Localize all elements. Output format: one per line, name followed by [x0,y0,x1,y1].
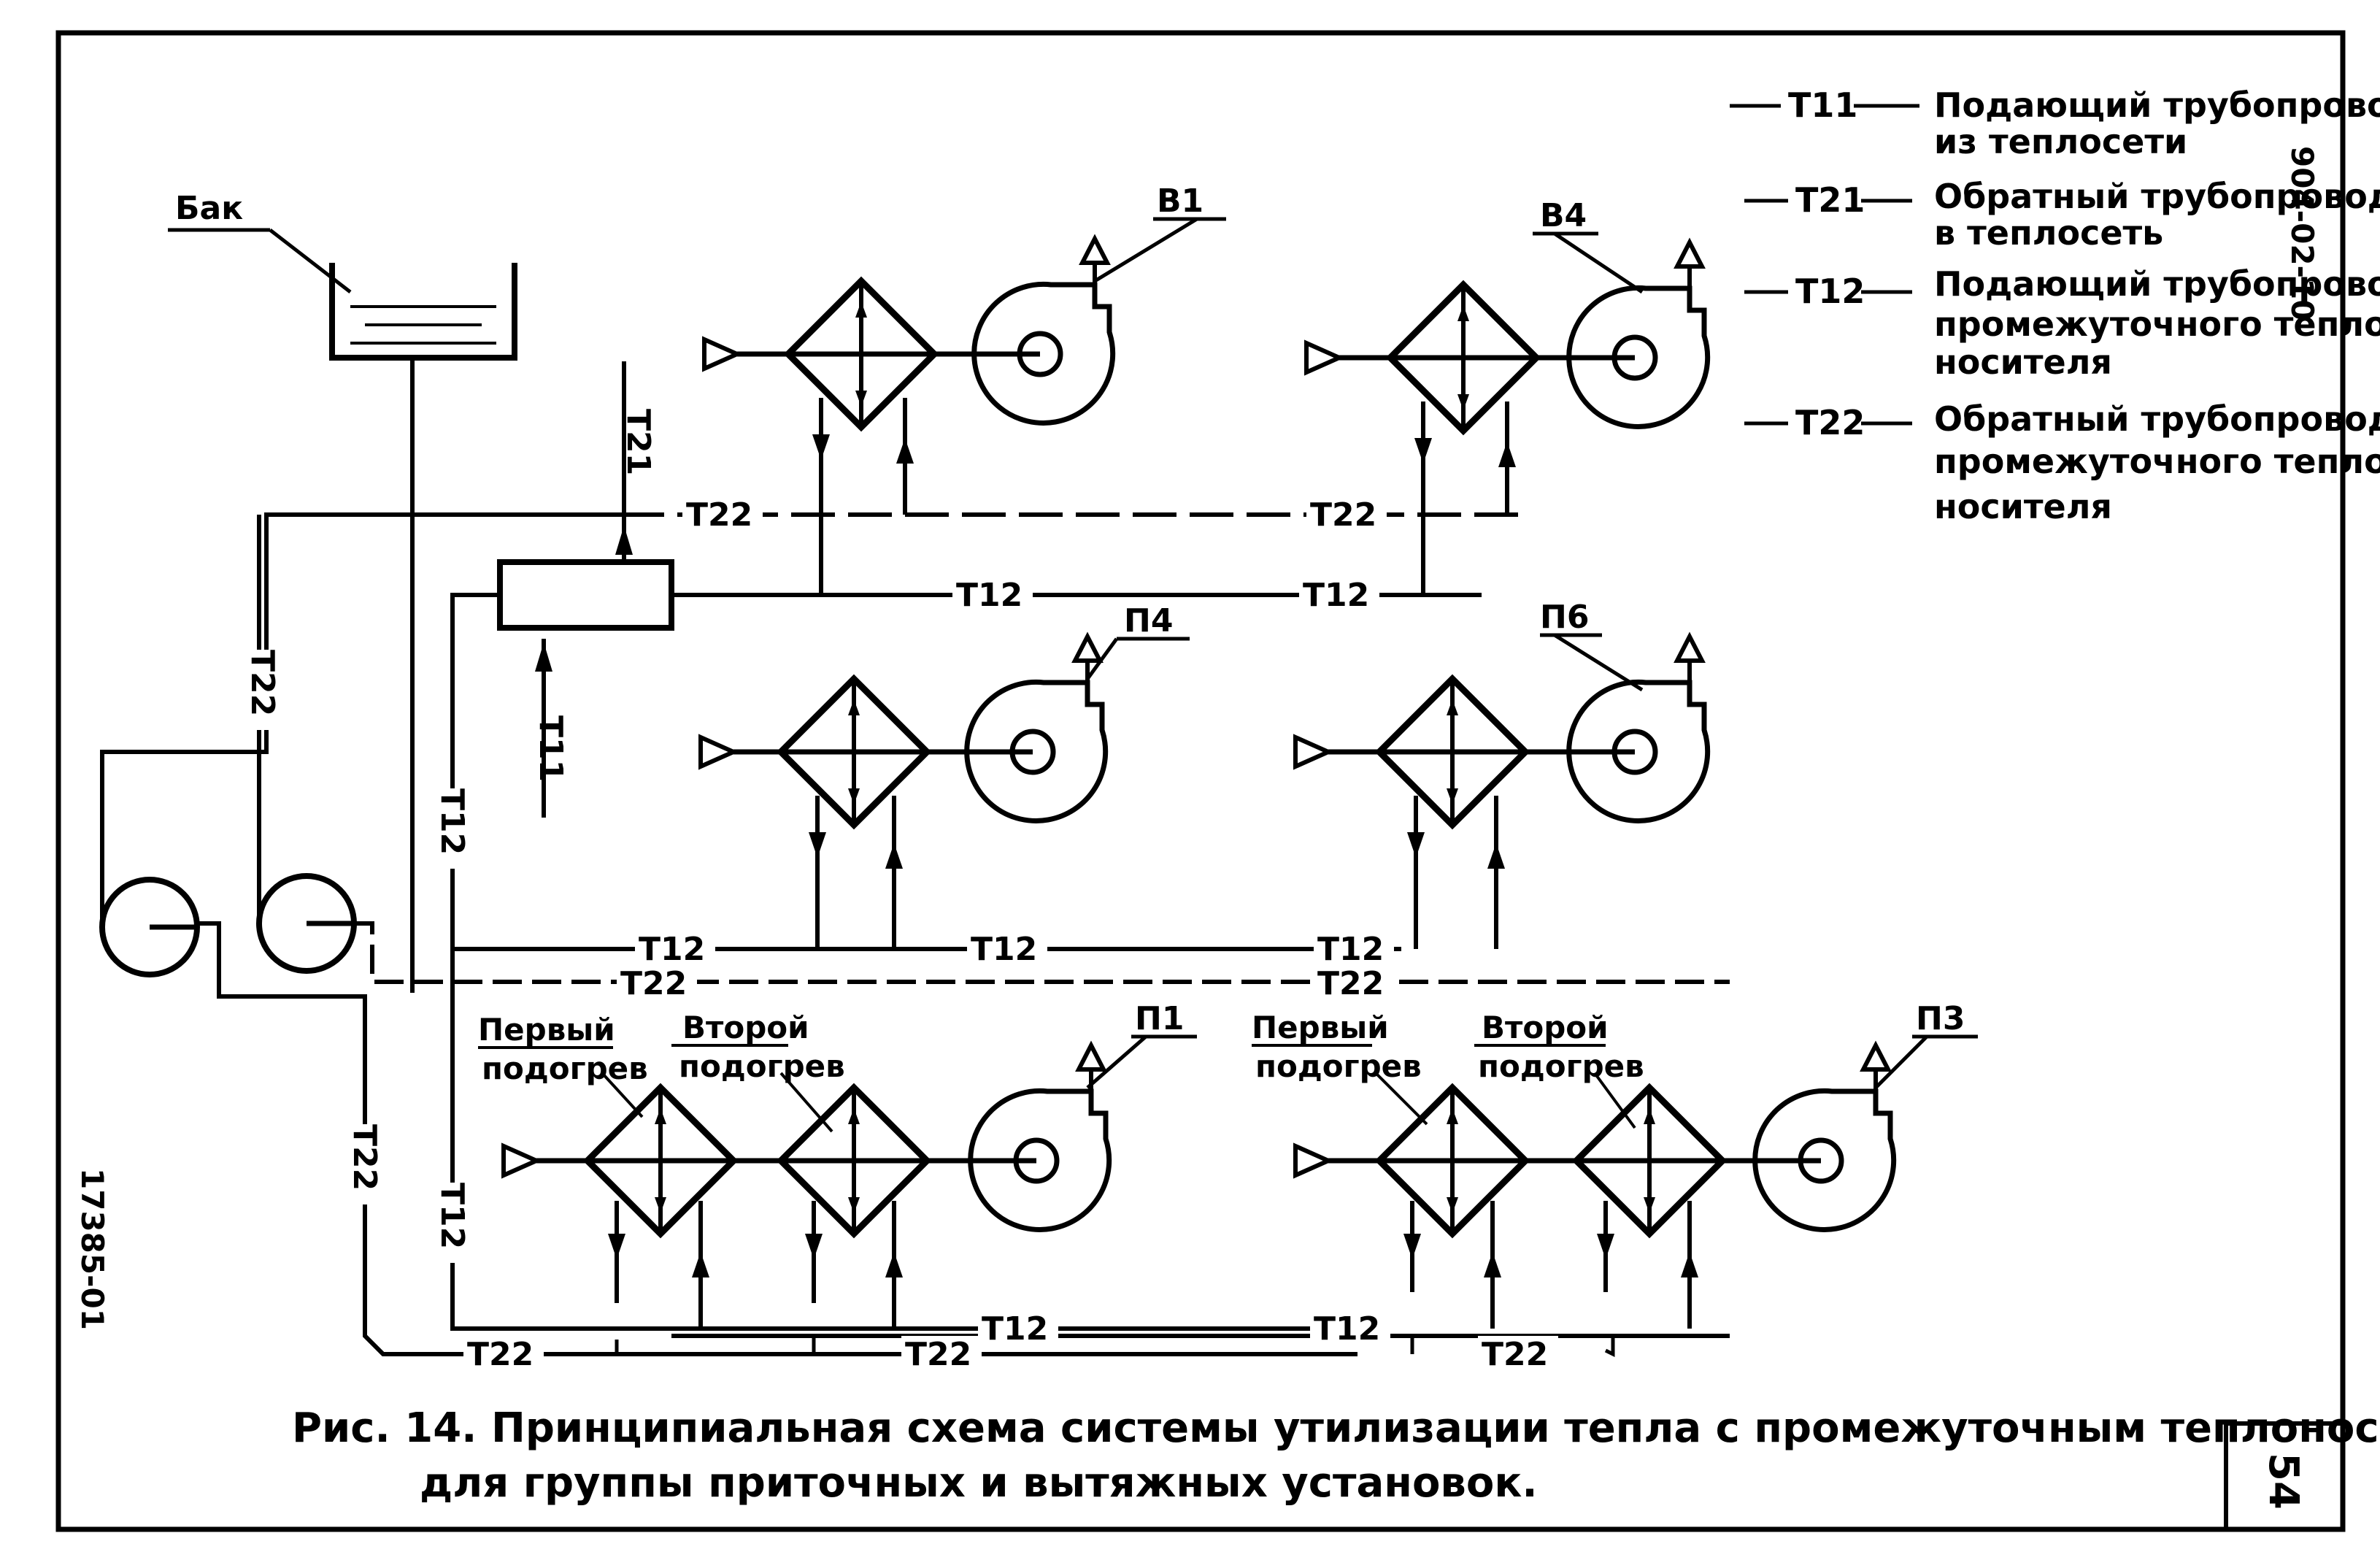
margin-note-top-right: 904-02-10 [2284,146,2320,320]
legend-t22-line3: носителя [1934,487,2112,526]
figure-caption-line1: Рис. 14. Принципиальная схема системы ут… [292,1405,2380,1452]
pipe-label-t12-row2-b: Т12 [971,931,1037,968]
expansion-tank: Бак [168,190,517,993]
unit-p3: П3 Первый подогрев Второй подогрев [1252,1000,1978,1329]
tank-label: Бак [175,190,243,227]
unit-label-v4: В4 [1540,197,1587,234]
pipe-label-t12-left-b: Т12 [434,1183,471,1249]
legend-t12-line2: промежуточного тепло- [1934,304,2380,344]
heating-first-label-2: Первый [1252,1010,1389,1045]
drawing-frame [55,30,2346,1532]
legend-t11-line2: из теплосети [1934,122,2187,161]
unit-p4: П4 [701,602,1190,949]
legend-t22-line1: Обратный трубопровод [1934,399,2380,439]
legend-t11-line1: Подающий трубопровод [1934,85,2380,125]
pipe-label-t22-left-b: Т22 [346,1124,383,1191]
bottom-return-ticks [615,1336,1615,1358]
pipe-label-t12-mid-a: Т12 [956,577,1023,614]
pipe-label-t22-bottom-b: Т22 [905,1336,971,1373]
page-number-box [2224,1421,2345,1532]
figure-caption-line2: для группы приточных и вытяжных установо… [420,1459,1538,1507]
unit-p1: П1 Первый подогрев Второй подогрев [478,1000,1197,1329]
heating-first-sublabel: подогрев [482,1050,648,1086]
pipe-label-t22-bottom-a: Т22 [467,1336,534,1373]
legend-t22-line2: промежуточного тепло- [1934,442,2380,481]
unit-label-p3: П3 [1916,1000,1965,1037]
legend-code-t21: Т21 [1795,180,1865,220]
legend-code-t12: Т12 [1795,272,1865,311]
pipe-label-t22-top-b: Т22 [1310,496,1376,534]
pump-2 [259,876,354,971]
pipe-label-t12-left-a: Т12 [434,788,471,855]
heating-second-label: Второй [682,1010,809,1045]
legend-t21-line2: в теплосеть [1934,213,2163,253]
legend-t12-line1: Подающий трубопровод [1934,264,2380,304]
pipe-label-t12-mid-b: Т12 [1303,577,1369,614]
heating-first-sublabel-2: подогрев [1255,1048,1422,1084]
pipe-label-t22-left-a: Т22 [244,650,281,716]
margin-note-left: 17385-01 [74,1168,110,1330]
heating-second-label-2: Второй [1482,1010,1609,1045]
heating-second-sublabel-2: подогрев [1478,1048,1644,1084]
legend-code-t22: Т22 [1795,403,1865,442]
pump-1 [102,880,197,975]
heat-exchanger-header: Т11 Т21 [497,361,674,818]
pipe-label-t12-bottom-a: Т12 [982,1310,1048,1348]
legend-code-t11: Т11 [1788,85,1857,125]
unit-label-v1: В1 [1157,182,1204,220]
pipe-label-t22-bottom-c: Т22 [1482,1336,1548,1373]
pipe-labels: Т22 Т22 Т12 Т12 Т12 Т12 Т12 Т22 Т22 Т12 … [244,496,1558,1373]
heating-first-label: Первый [478,1012,615,1048]
unit-label-p1: П1 [1135,1000,1184,1037]
page-number: 54 [2260,1453,2307,1510]
pipe-label-t22-row2-a: Т22 [620,965,687,1002]
legend-t21-line1: Обратный трубопровод [1934,177,2380,216]
unit-v4: В4 [1306,197,1708,595]
unit-label-p6: П6 [1540,599,1589,636]
left-piping [100,512,1730,1356]
unit-v1: В1 [704,182,1226,595]
pipe-label-t12-row2-c: Т12 [1317,931,1384,968]
unit-label-p4: П4 [1124,602,1173,639]
legend-t12-line3: носителя [1934,342,2112,382]
pipe-label-t22-row2-b: Т22 [1317,965,1384,1002]
heating-second-sublabel: подогрев [679,1048,845,1084]
legend: Т11 Подающий трубопровод из теплосети Т2… [1730,85,2380,526]
pipe-label-t22-top-a: Т22 [686,496,752,534]
pipe-label-t12-row2-a: Т12 [639,931,705,968]
unit-p6: П6 [1295,599,1708,949]
pipe-label-t11: Т11 [532,715,569,782]
pipe-label-t21: Т21 [620,409,657,475]
pipe-label-t12-bottom-b: Т12 [1314,1310,1380,1348]
